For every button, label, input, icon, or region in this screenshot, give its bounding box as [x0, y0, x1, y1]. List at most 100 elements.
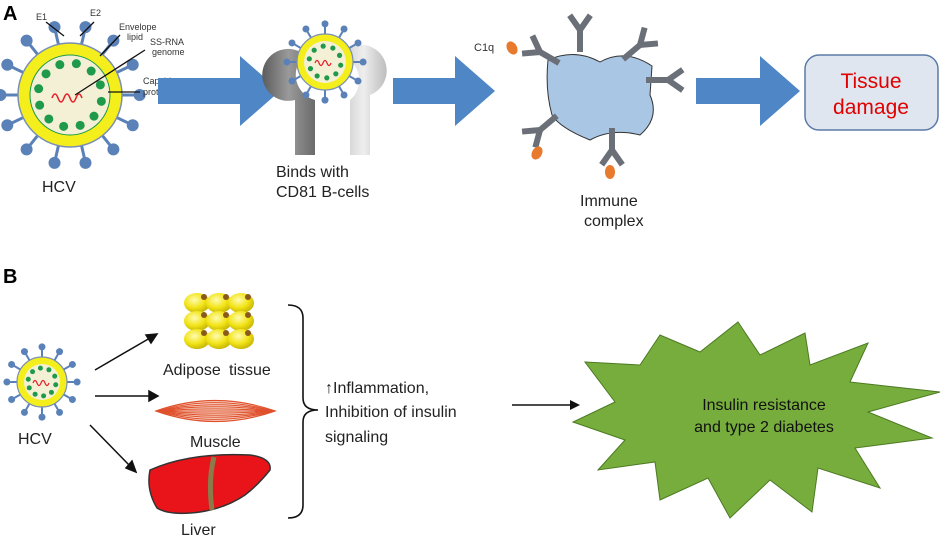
adipose-tissue-cells — [184, 293, 254, 349]
cd81-receptor-dark — [262, 48, 315, 156]
label-e2: E2 — [90, 8, 101, 18]
arrow-a3 — [696, 56, 800, 126]
fat-cell-nucleus — [201, 330, 207, 336]
capsid-dot — [89, 111, 99, 121]
label-immune-1: Immune — [580, 193, 638, 210]
spike-head — [302, 25, 310, 33]
spike-head — [340, 91, 348, 99]
capsid-dot — [30, 369, 36, 375]
capsid-dot — [41, 393, 47, 399]
fat-cell-nucleus — [223, 330, 229, 336]
label-muscle: Muscle — [190, 434, 241, 451]
capsid-dot — [71, 59, 81, 69]
label-c1q: C1q — [474, 42, 494, 54]
capsid-dot — [34, 84, 44, 94]
capsid-dot — [311, 47, 317, 53]
spike-head — [20, 143, 33, 156]
capsid-dot — [55, 60, 65, 70]
spike-head — [126, 58, 139, 71]
label-envelope-1: Envelope — [119, 22, 157, 32]
hcv-virion-large — [0, 21, 146, 169]
effect-line2: Inhibition of insulin — [325, 404, 457, 421]
capsid-dot — [96, 96, 106, 106]
muscle-illustration — [154, 399, 277, 423]
capsid-dot — [330, 45, 336, 51]
panel-a-letter: A — [3, 3, 17, 25]
fat-cell-nucleus — [223, 294, 229, 300]
spike-head — [126, 119, 139, 132]
small-hcv-capsid — [25, 365, 59, 399]
capsid-dot — [320, 43, 326, 49]
spike-head — [107, 34, 120, 47]
label-adipose-part1: Adipose — [163, 362, 221, 379]
label-capsid-1: Capsid — [143, 76, 171, 86]
effect-line1: ↑Inflammation, — [325, 380, 429, 397]
muscle-fiber — [157, 410, 274, 420]
spike-head — [302, 91, 310, 99]
spike-head — [8, 396, 16, 404]
capsid-dot — [48, 389, 54, 395]
spike-head — [38, 413, 46, 421]
pointer-e2 — [79, 21, 95, 37]
label-rna-1: SS-RNA — [150, 37, 184, 47]
spike-head — [1, 119, 14, 132]
spike-head — [359, 58, 367, 66]
spike-head — [79, 156, 92, 169]
rna-genome — [51, 93, 83, 103]
spike-head — [354, 39, 362, 47]
tissue-damage-line1: Tissue — [840, 70, 901, 93]
c1q-molecule-1 — [506, 41, 518, 55]
small-virion-rna — [314, 59, 332, 67]
spike-head — [56, 348, 64, 356]
spike-head — [56, 408, 64, 416]
spike-head — [107, 143, 120, 156]
capsid-dot — [306, 56, 312, 62]
spike-head — [20, 34, 33, 47]
antibody-top — [567, 13, 593, 52]
label-rna-2: genome — [152, 47, 185, 57]
small-hcv-rna — [32, 379, 50, 387]
label-immune-2: complex — [584, 213, 644, 230]
spike-head — [48, 156, 61, 169]
pointer-rna — [74, 49, 146, 96]
pointer-e1 — [45, 21, 65, 37]
fat-cell-nucleus — [201, 312, 207, 318]
spike-head — [288, 77, 296, 85]
capsid-dot — [26, 385, 32, 391]
label-hcv-a: HCV — [42, 179, 76, 196]
spike-head — [288, 39, 296, 47]
capsid-dot — [324, 75, 330, 81]
capsid-dot — [307, 66, 314, 72]
spike-head — [20, 348, 28, 356]
tissue-damage-line2: damage — [833, 96, 909, 119]
fat-cell-nucleus — [245, 312, 251, 318]
small-virion-capsid — [306, 43, 344, 81]
capsid-dot — [333, 71, 339, 77]
spike-head — [68, 360, 76, 368]
c1q-molecule-2 — [531, 146, 543, 160]
capsid-dot — [25, 376, 31, 382]
cd81-receptor-light — [340, 44, 387, 155]
spike-head — [20, 408, 28, 416]
arrow-a1 — [158, 56, 280, 126]
pointer-envelope — [99, 34, 121, 57]
spike-head — [321, 20, 329, 28]
panel-b-letter: B — [3, 266, 17, 288]
label-envelope-2: lipid — [127, 32, 143, 42]
grouping-bracket — [287, 304, 319, 519]
label-liver: Liver — [181, 522, 216, 539]
capsid-dot — [46, 367, 52, 373]
label-e1: E1 — [36, 12, 47, 22]
label-hcv-b: HCV — [18, 431, 52, 448]
liver-illustration — [148, 453, 271, 515]
arrow-to-outcome — [512, 400, 580, 410]
arrow-a2 — [393, 56, 495, 126]
capsid-dot — [338, 62, 344, 68]
spike-head — [38, 343, 46, 351]
spike-head — [8, 360, 16, 368]
c1q-molecule-3 — [605, 165, 615, 179]
capsid-core — [29, 54, 111, 136]
antigen-mass — [546, 54, 654, 141]
muscle-fiber — [157, 408, 274, 412]
outcome-line2: and type 2 diabetes — [694, 419, 834, 436]
